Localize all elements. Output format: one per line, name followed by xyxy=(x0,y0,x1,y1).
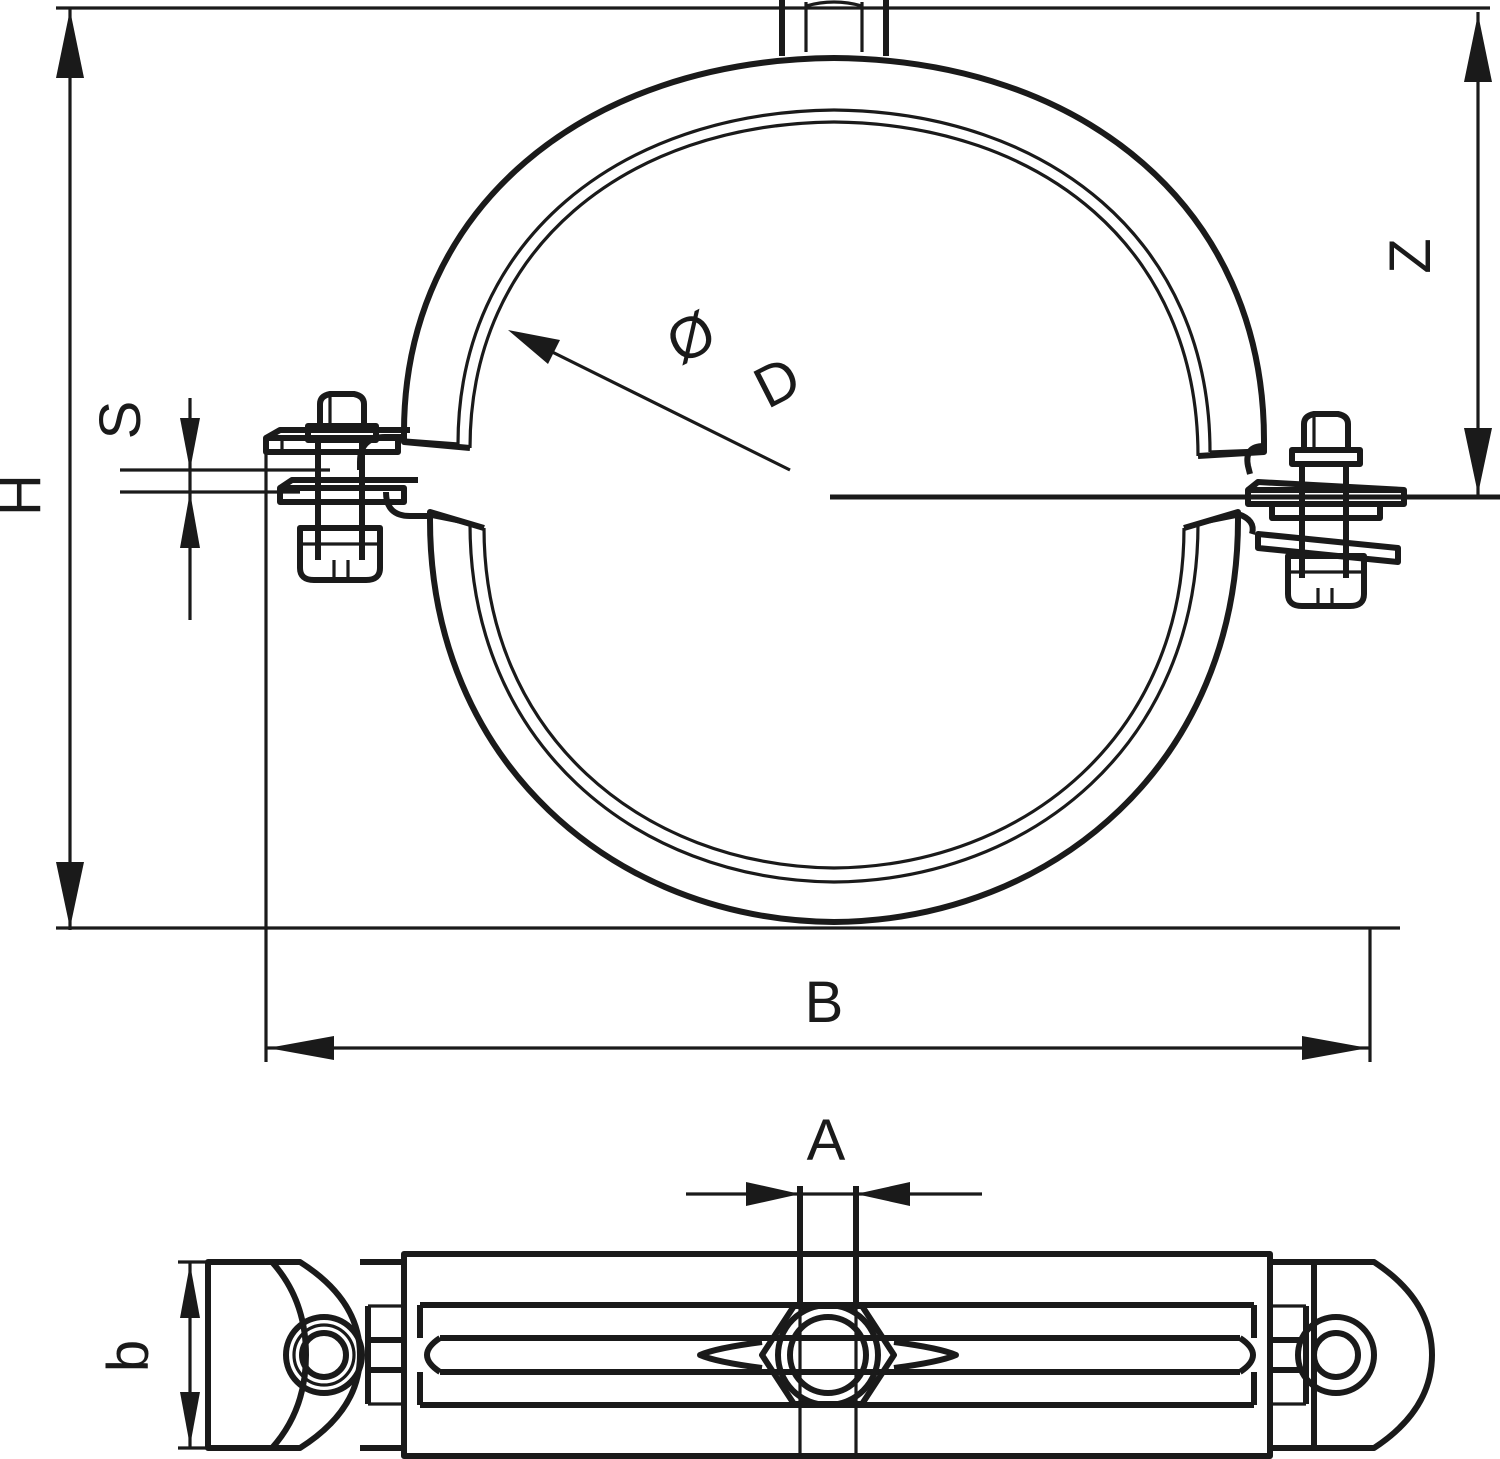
arrowhead-diameter xyxy=(508,330,560,364)
center-nut-circle-inner xyxy=(787,1314,869,1396)
arrowhead-Z-top xyxy=(1464,14,1492,82)
dimension-label-Z: Z xyxy=(1378,238,1443,273)
band-body-outline xyxy=(401,1251,1273,1459)
end-cap-left-hole-inner xyxy=(299,1330,349,1380)
end-cap-right-hole-inner xyxy=(1311,1330,1361,1380)
band-inner-lower-arc xyxy=(468,523,1200,884)
left-bolt-block-lines xyxy=(368,1304,404,1406)
left-bolt-nut xyxy=(297,525,383,583)
boss-thread-lines xyxy=(804,2,864,52)
end-cap-left-curve xyxy=(269,1260,309,1450)
left-upper-tab-top xyxy=(264,427,410,441)
arrowhead-b-bottom xyxy=(180,1392,200,1446)
right-bolt-head xyxy=(1301,411,1351,453)
dimension-label-D: D xyxy=(744,344,811,421)
hex-bolt-left xyxy=(263,391,430,583)
left-bolt-shank xyxy=(315,440,365,560)
right-upper-tab-top xyxy=(1246,479,1405,493)
arrowhead-H-bottom xyxy=(56,862,84,928)
leader-line-diameter xyxy=(519,334,791,472)
band-outer-upper-arc xyxy=(401,55,1267,441)
left-bolt-nut-bore xyxy=(332,560,350,580)
boss-outer-walls xyxy=(779,0,889,56)
diameter-letter-group: D xyxy=(744,344,811,421)
center-nut-ear-left xyxy=(697,1339,763,1371)
band-groove-left-cap xyxy=(424,1335,442,1375)
dimension-S: S xyxy=(88,398,330,620)
arrowhead-B-right xyxy=(1302,1036,1368,1060)
dimension-label-B: B xyxy=(805,970,844,1035)
left-bolt-thread xyxy=(368,1337,404,1373)
arrowhead-A-right xyxy=(856,1182,910,1206)
dimension-label-A: A xyxy=(807,1108,846,1173)
clamp-band-outer xyxy=(401,55,1267,925)
dimension-Z: Z xyxy=(1378,12,1492,496)
band-upper-left-cap-inner xyxy=(403,438,459,446)
left-bolt-head xyxy=(317,391,367,429)
arrowhead-A-left xyxy=(746,1182,800,1206)
band-lower-left-cap-inner xyxy=(429,514,471,526)
arrowhead-B-left xyxy=(268,1036,334,1060)
arrowhead-Z-bottom xyxy=(1464,428,1492,494)
right-bolt-block-lines xyxy=(1270,1304,1306,1406)
left-bolt-washer xyxy=(305,423,379,443)
dimension-B: B xyxy=(264,452,1372,1062)
arrowhead-S-top xyxy=(180,418,200,470)
end-cap-left-hole-mid xyxy=(292,1323,356,1387)
dimension-A: A xyxy=(686,1108,982,1459)
right-lower-flange-arm xyxy=(1236,511,1256,535)
rubber-liner-lower-arc xyxy=(482,527,1186,870)
right-bolt-washer xyxy=(1289,447,1363,467)
right-bolt-midplate xyxy=(1269,501,1383,521)
left-lower-flange-arm xyxy=(383,491,430,519)
dimension-label-H: H xyxy=(0,474,53,516)
left-lower-tab-top xyxy=(278,477,418,491)
arrowhead-b-top xyxy=(180,1264,200,1318)
arrowhead-S-bottom xyxy=(180,492,200,548)
side-view-band xyxy=(205,1186,1435,1459)
center-hex-nut xyxy=(759,1303,897,1407)
diameter-symbol-group: Ø xyxy=(656,298,726,376)
diameter-symbol-icon: Ø xyxy=(656,298,726,376)
dimension-label-S: S xyxy=(88,401,153,440)
right-upper-flange-arm xyxy=(1244,443,1265,475)
center-nut-circle-outer xyxy=(775,1302,881,1408)
hex-bolt-right xyxy=(1236,411,1407,609)
band-outer-lower-arc xyxy=(427,519,1241,925)
rubber-liner-upper-arc xyxy=(468,120,1200,457)
right-bolt-nut xyxy=(1285,553,1367,609)
end-cap-right xyxy=(1314,1259,1435,1451)
dimension-H: H xyxy=(0,6,1490,930)
threaded-boss-top xyxy=(779,0,889,56)
band-lower-right-cap-inner xyxy=(1197,514,1239,526)
band-groove-right-cap xyxy=(1238,1335,1256,1375)
dimension-b: b xyxy=(96,1260,240,1450)
center-nut-ear-right xyxy=(893,1339,959,1371)
band-inner-upper-arc xyxy=(456,108,1212,453)
right-bolt-nut-bore xyxy=(1316,588,1334,606)
right-lower-tab xyxy=(1255,531,1401,565)
arrowhead-H-top xyxy=(56,10,84,78)
end-cap-right-hole-outer xyxy=(1295,1314,1377,1396)
boss-top-curve xyxy=(805,0,863,8)
center-threaded-rod xyxy=(797,1186,859,1306)
end-cap-left-hole-outer xyxy=(283,1314,365,1396)
diameter-callout: Ø D xyxy=(508,298,811,472)
dimension-label-b: b xyxy=(96,1340,161,1372)
